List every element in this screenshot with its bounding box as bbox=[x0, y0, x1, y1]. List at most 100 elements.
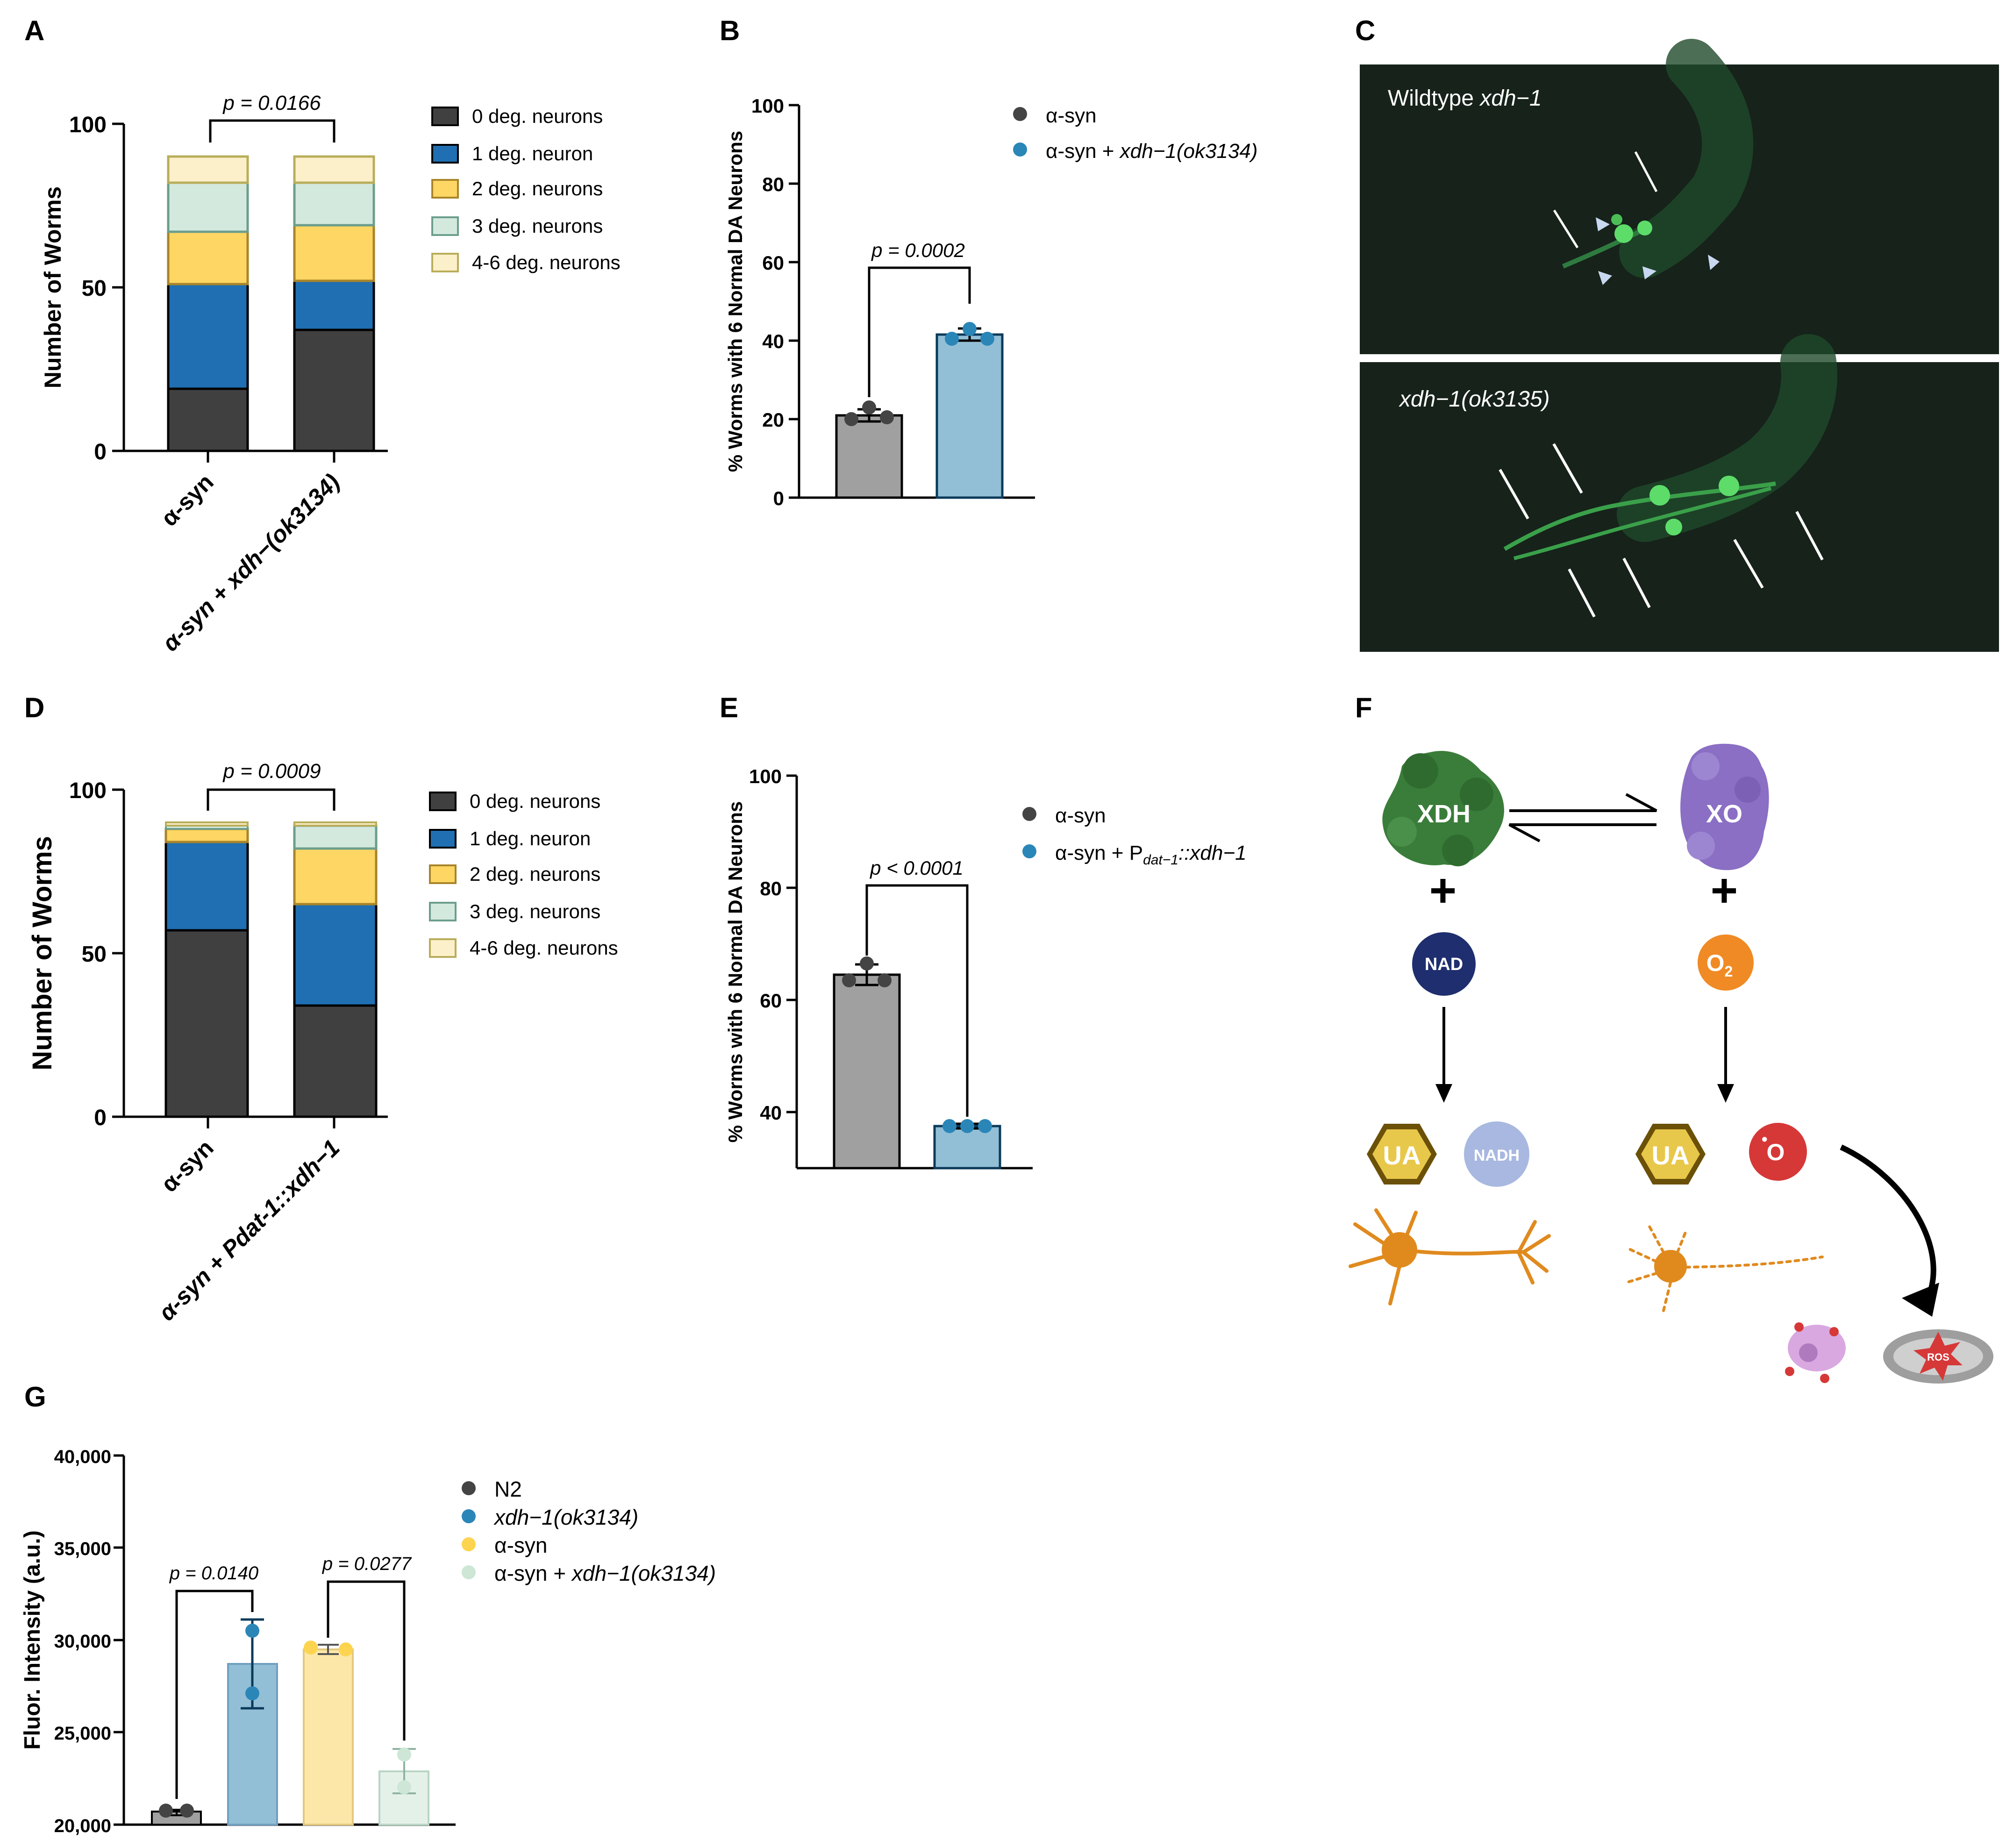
panel-c-arrow-b0 bbox=[1499, 469, 1529, 520]
panel-d-bar-0-seg-1 bbox=[164, 841, 249, 932]
panel-b-legend: α-syn α-syn + xdh−1(ok3134) bbox=[1013, 104, 1257, 163]
panel-c-arrow-t0 bbox=[1553, 209, 1579, 249]
panel-d-legend-label-4: 4-6 deg. neurons bbox=[470, 937, 618, 959]
panel-c-bottom-worm bbox=[1503, 334, 1837, 560]
panel-c-top-label-italic: xdh−1 bbox=[1479, 86, 1542, 111]
panel-g-point-3-1 bbox=[397, 1780, 411, 1794]
panel-e-ytick-40: 40 bbox=[760, 1102, 782, 1124]
panel-b-legend-dot-1 bbox=[1013, 143, 1027, 157]
panel-d-bar-0-seg-2 bbox=[164, 828, 249, 843]
panel-d-legend-label-1: 1 deg. neuron bbox=[470, 828, 591, 849]
panel-d-ytick-50: 50 bbox=[82, 942, 107, 967]
panel-d-ylabel: Number of Worms bbox=[27, 836, 57, 1070]
panel-a-yaxis: 0 50 100 Number of Worms bbox=[40, 113, 125, 464]
xo-label: XO bbox=[1706, 800, 1742, 828]
panel-b-legend-label-1-b: xdh−1(ok3134) bbox=[1119, 140, 1258, 163]
panel-a-legend: 0 deg. neurons 1 deg. neuron 2 deg. neur… bbox=[431, 105, 621, 273]
panel-b-chart: 0 20 40 60 80 100 % Worms with 6 Normal … bbox=[724, 95, 1257, 509]
panel-a-legend-label-3: 3 deg. neurons bbox=[472, 215, 603, 237]
panel-d-legend-swatch-0 bbox=[429, 792, 457, 811]
panel-g-legend-label-3: α-syn + xdh−1(ok3134) bbox=[494, 1561, 716, 1585]
panel-d-legend-label-3: 3 deg. neurons bbox=[470, 900, 600, 922]
panel-g-legend-label-3-a: α-syn + bbox=[494, 1561, 572, 1585]
panel-g-point-1-0 bbox=[245, 1624, 259, 1638]
o2-label-sub: 2 bbox=[1725, 963, 1733, 980]
panel-e-point-0-0 bbox=[842, 973, 856, 987]
panel-g-point-0-1 bbox=[180, 1804, 194, 1818]
panel-label-a: A bbox=[24, 15, 44, 46]
ros-label: ROS bbox=[1927, 1351, 1949, 1363]
panel-g-legend-label-1: xdh−1(ok3134) bbox=[493, 1505, 638, 1529]
healthy-neuron-icon bbox=[1349, 1208, 1551, 1306]
panel-d-bar-1-seg-1 bbox=[293, 903, 378, 1007]
panel-d-pvalue: p = 0.0009 bbox=[222, 760, 321, 783]
panel-e-significance-bracket bbox=[865, 884, 969, 1117]
panel-e-ytick-100: 100 bbox=[749, 765, 782, 787]
panel-a-legend-swatch-3 bbox=[431, 216, 459, 236]
ua-label-right: UA bbox=[1652, 1141, 1690, 1170]
panel-d-bar-1-seg-0 bbox=[293, 1004, 378, 1118]
panel-e-point-1-0 bbox=[942, 1119, 957, 1133]
panel-b-point-0-1 bbox=[862, 400, 876, 414]
panel-b-ytick-100: 100 bbox=[751, 95, 784, 117]
panel-g-point-2-1 bbox=[339, 1642, 353, 1656]
panel-label-f: F bbox=[1355, 692, 1372, 723]
panel-a-bar-1-seg-3 bbox=[293, 181, 375, 227]
uric-acid-left-icon: UA bbox=[1367, 1124, 1437, 1184]
panel-b-bar-0 bbox=[835, 414, 903, 499]
panel-a-xtick-0: α-syn bbox=[156, 469, 219, 531]
panel-e-point-0-1 bbox=[860, 956, 874, 970]
panel-e-point-0-2 bbox=[878, 973, 892, 987]
panel-b-point-1-0 bbox=[945, 332, 959, 346]
nad-label: NAD bbox=[1425, 955, 1463, 974]
panel-b-point-0-2 bbox=[880, 410, 894, 424]
panel-c-arrowhead-0 bbox=[1596, 217, 1610, 231]
panel-e-pvalue: p < 0.0001 bbox=[869, 857, 964, 879]
panel-g-point-1-1 bbox=[245, 1686, 259, 1700]
panel-g-legend-label-2: α-syn bbox=[494, 1533, 548, 1557]
panel-c-arrow-b3 bbox=[1622, 557, 1651, 608]
panel-g-legend-dot-0 bbox=[462, 1481, 476, 1495]
panel-d-bar-0-seg-4 bbox=[165, 821, 249, 827]
panel-b-ytick-80: 80 bbox=[762, 173, 784, 195]
panel-g-ytick-25000: 25,000 bbox=[54, 1723, 111, 1744]
equilibrium-arrows-icon bbox=[1508, 793, 1657, 842]
panel-a-bar-0-seg-2 bbox=[167, 230, 249, 285]
panel-c-top-arrowheads bbox=[1596, 217, 1720, 285]
panel-c-microscopy: Wildtype xdh−1 xdh−1(ok3135) bbox=[1360, 39, 1999, 652]
panel-g-legend: N2 xdh−1(ok3134) α-syn α-syn + xdh−1(ok3… bbox=[462, 1477, 716, 1585]
panel-a-bar-0-seg-4 bbox=[167, 155, 249, 184]
panel-a-legend-swatch-2 bbox=[431, 179, 459, 199]
nad-molecule-icon: NAD bbox=[1412, 932, 1476, 996]
panel-b-point-1-2 bbox=[980, 332, 994, 346]
panel-label-d: D bbox=[24, 692, 44, 723]
panel-e-ytick-60: 60 bbox=[760, 990, 782, 1012]
o2-molecule-icon: O2 bbox=[1698, 935, 1754, 991]
panel-d-legend: 0 deg. neurons 1 deg. neuron 2 deg. neur… bbox=[429, 790, 618, 959]
panel-a-ytick-100: 100 bbox=[69, 113, 107, 137]
panel-g-significance-bracket-0 bbox=[175, 1590, 254, 1799]
panel-e-legend-label-1-a: α-syn + P bbox=[1055, 842, 1143, 864]
panel-d-legend-swatch-3 bbox=[429, 902, 457, 921]
panel-c-top-worm bbox=[1562, 39, 1754, 278]
panel-d-legend-swatch-2 bbox=[429, 864, 457, 884]
panel-d-legend-swatch-1 bbox=[429, 829, 457, 849]
o2-label-main: O bbox=[1706, 950, 1725, 976]
panel-label-g: G bbox=[24, 1381, 46, 1413]
panel-e-bar-0 bbox=[833, 973, 901, 1170]
panel-c-top-label-plain: Wildtype bbox=[1388, 86, 1480, 111]
panel-label-b: B bbox=[720, 15, 740, 46]
panel-a-bar-stack-1 bbox=[293, 155, 375, 452]
panel-e-ylabel: % Worms with 6 Normal DA Neurons bbox=[724, 801, 746, 1142]
panel-d-ytick-0: 0 bbox=[94, 1106, 107, 1130]
panel-b-legend-label-1: α-syn + xdh−1(ok3134) bbox=[1046, 140, 1257, 163]
panel-e-legend-label-1-sub: dat−1 bbox=[1143, 852, 1178, 868]
panel-label-c: C bbox=[1355, 15, 1375, 46]
panel-d-bar-1-seg-3 bbox=[293, 824, 378, 850]
panel-e-legend-dot-1 bbox=[1022, 844, 1036, 858]
panel-d-bar-1-seg-4 bbox=[293, 821, 377, 827]
panel-d-chart: 0 50 100 Number of Worms p = 0.0009 α-sy… bbox=[27, 760, 618, 1326]
panel-a-bar-stack-0 bbox=[167, 155, 249, 452]
panel-e-legend-label-1-b: ::xdh−1 bbox=[1178, 842, 1247, 864]
panel-e-ytick-80: 80 bbox=[760, 878, 782, 899]
